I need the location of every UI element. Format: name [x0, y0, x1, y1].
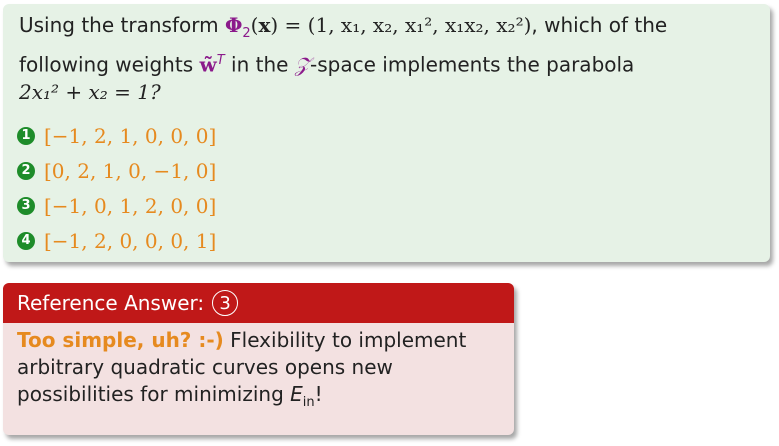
- answer-body: Flexibility to implement arbitrary quadr…: [17, 328, 467, 406]
- answer-number-circle: 3: [212, 290, 239, 316]
- x-bold: x: [258, 13, 271, 37]
- answer-header-label: Reference Answer:: [17, 291, 205, 315]
- question-in-the: in the: [231, 52, 289, 77]
- question-text: Using the transform Φ2(x) = (1, x₁, x₂, …: [19, 13, 668, 104]
- option-number-badge: 3: [17, 196, 35, 215]
- answer-tail: !: [314, 382, 323, 406]
- w-tilde: w̃: [199, 52, 217, 77]
- w-superscript: T: [216, 53, 225, 68]
- options-list: 1 [−1, 2, 1, 0, 0, 0] 2 [0, 2, 1, 0, −1,…: [17, 118, 216, 258]
- phi-subscript: 2: [242, 26, 251, 41]
- question-box: Using the transform Φ2(x) = (1, x₁, x₂, …: [3, 4, 770, 262]
- answer-explanation: Too simple, uh? :-) Flexibility to imple…: [3, 323, 514, 416]
- answer-lead: Too simple, uh? :-): [17, 328, 224, 352]
- e-subscript: in: [302, 395, 315, 410]
- option-4[interactable]: 4 [−1, 2, 0, 0, 0, 1]: [17, 223, 216, 258]
- option-text: [−1, 0, 1, 2, 0, 0]: [44, 193, 217, 218]
- transform-rhs: (1, x₁, x₂, x₁², x₁x₂, x₂²): [307, 13, 532, 37]
- answer-header: Reference Answer: 3: [3, 283, 514, 323]
- question-space-text: -space implements the parabola: [310, 52, 635, 77]
- parabola-equation: 2x₁² + x₂ = 1?: [19, 79, 161, 104]
- question-mid: , which of the following weights: [19, 13, 668, 77]
- option-3[interactable]: 3 [−1, 0, 1, 2, 0, 0]: [17, 188, 216, 223]
- option-2[interactable]: 2 [0, 2, 1, 0, −1, 0]: [17, 153, 216, 188]
- option-text: [0, 2, 1, 0, −1, 0]: [44, 158, 217, 183]
- option-number-badge: 2: [17, 161, 35, 180]
- option-number-badge: 1: [17, 126, 35, 145]
- phi-symbol: Φ: [224, 13, 243, 37]
- option-text: [−1, 2, 1, 0, 0, 0]: [44, 123, 217, 148]
- option-1[interactable]: 1 [−1, 2, 1, 0, 0, 0]: [17, 118, 216, 153]
- z-symbol: 𝒵: [294, 52, 311, 77]
- question-intro: Using the transform: [19, 13, 219, 37]
- option-number-badge: 4: [17, 231, 35, 250]
- option-text: [−1, 2, 0, 0, 0, 1]: [44, 228, 217, 253]
- answer-box: Reference Answer: 3 Too simple, uh? :-) …: [3, 283, 514, 435]
- e-symbol: E: [290, 382, 303, 406]
